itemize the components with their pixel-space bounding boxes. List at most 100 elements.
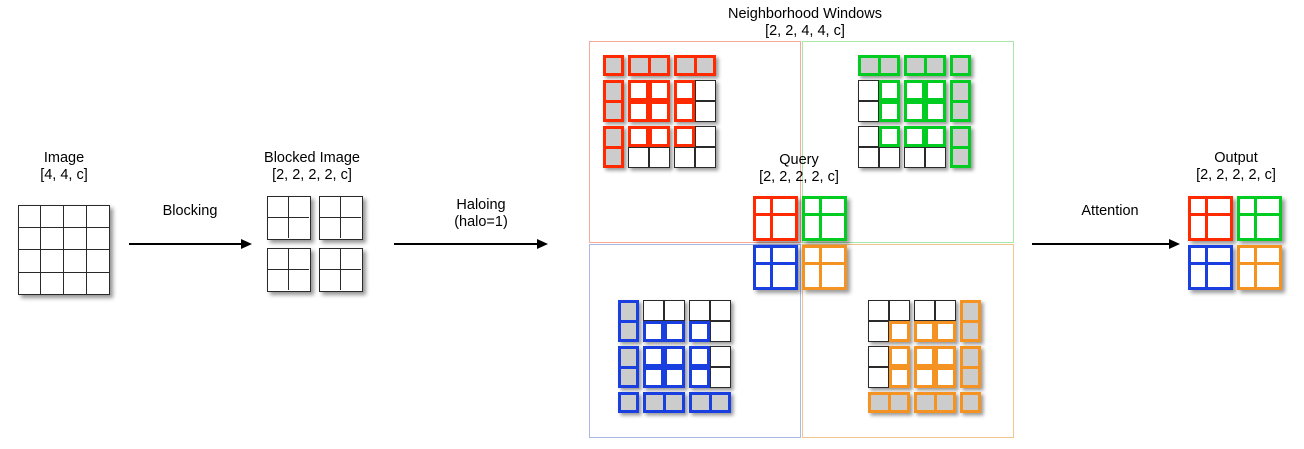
blocked-image-block xyxy=(267,248,311,292)
haloing-arrow-line xyxy=(394,243,538,245)
blocked-image-title: Blocked Image xyxy=(264,150,360,166)
halo-block xyxy=(674,80,716,122)
image-cell xyxy=(41,272,64,295)
block-divider-h xyxy=(268,216,309,218)
pad-divider-h xyxy=(621,365,636,369)
blocked-image-shape: [2, 2, 2, 2, c] xyxy=(272,167,352,183)
halo-pad-cell xyxy=(868,392,910,413)
halo-active-cell xyxy=(628,126,649,147)
image-cell xyxy=(41,227,64,250)
blocked-image-block xyxy=(319,248,363,292)
query-shape: [2, 2, 2, 2, c] xyxy=(759,169,839,185)
query-title: Query xyxy=(779,152,819,168)
haloing-arrow-label: Haloing xyxy=(456,197,506,213)
halo-inactive-cell xyxy=(710,321,731,342)
halo-active-cell xyxy=(649,126,670,147)
halo-active-cell xyxy=(643,321,664,342)
tile-divider-h xyxy=(1191,213,1230,216)
halo-block xyxy=(858,80,900,122)
query-tile xyxy=(753,196,798,241)
image-cell xyxy=(41,250,64,273)
image-cell xyxy=(64,250,87,273)
pad-divider-h xyxy=(953,145,968,149)
halo-active-cell xyxy=(643,367,664,388)
halo-pad-cell xyxy=(950,126,971,168)
pad-divider-h xyxy=(953,99,968,103)
output-shape: [2, 2, 2, 2, c] xyxy=(1196,167,1276,183)
halo-active-cell xyxy=(914,367,935,388)
halo-pad-cell xyxy=(960,300,981,342)
halo-inactive-cell xyxy=(649,147,670,168)
halo-pad-cell xyxy=(689,392,731,413)
tile-divider-h xyxy=(805,213,844,216)
halo-active-cell xyxy=(914,321,935,342)
query-tile xyxy=(753,245,798,290)
image-cell xyxy=(87,205,110,228)
halo-block xyxy=(858,126,900,168)
tile-divider-h xyxy=(756,213,795,216)
halo-active-cell xyxy=(674,126,695,147)
halo-inactive-cell xyxy=(935,300,956,321)
pad-divider-v xyxy=(877,58,881,73)
halo-inactive-cell xyxy=(858,147,879,168)
halo-block xyxy=(643,346,685,388)
halo-inactive-cell xyxy=(710,367,731,388)
blocking-arrow-label: Blocking xyxy=(162,203,218,219)
neighborhood-quadrant-top-right xyxy=(802,41,1014,243)
tile-divider-v xyxy=(1254,199,1257,238)
halo-inactive-cell xyxy=(879,147,900,168)
halo-pad-cell xyxy=(960,392,981,413)
halo-inactive-cell xyxy=(710,346,731,367)
halo-block xyxy=(904,126,946,168)
halo-inactive-cell xyxy=(858,126,879,147)
tile-divider-v xyxy=(1205,248,1208,287)
image-cell xyxy=(87,228,110,250)
blocked-image-block xyxy=(319,196,363,240)
tile-divider-h xyxy=(756,262,795,265)
neighborhood-quadrant-bottom-right xyxy=(802,244,1014,438)
image-cell xyxy=(64,272,87,295)
tile-divider-v xyxy=(1205,199,1208,238)
halo-inactive-cell xyxy=(925,147,946,168)
halo-active-cell xyxy=(935,321,956,342)
neighborhood-quadrant-bottom-left xyxy=(589,244,801,438)
tile-divider-v xyxy=(1254,248,1257,287)
blocked-image-block xyxy=(267,196,311,240)
attention-arrow-line xyxy=(1032,243,1170,245)
pad-divider-h xyxy=(621,319,636,323)
block-divider-h xyxy=(320,268,361,270)
tile-divider-v xyxy=(770,248,773,287)
pad-divider-h xyxy=(963,365,978,369)
pad-divider-h xyxy=(606,99,621,103)
tile-divider-v xyxy=(819,199,822,238)
halo-pad-cell xyxy=(904,55,946,76)
pad-divider-h xyxy=(963,319,978,323)
halo-inactive-cell xyxy=(858,101,879,122)
halo-active-cell xyxy=(879,126,900,147)
halo-pad-cell xyxy=(618,392,639,413)
image-grid xyxy=(18,205,110,295)
halo-inactive-cell xyxy=(868,367,889,388)
halo-pad-cell xyxy=(950,80,971,122)
tile-divider-v xyxy=(770,199,773,238)
halo-active-cell xyxy=(879,101,900,122)
halo-active-cell xyxy=(674,101,695,122)
pad-divider-v xyxy=(923,58,927,73)
halo-active-cell xyxy=(935,367,956,388)
tile-divider-h xyxy=(805,262,844,265)
output-title: Output xyxy=(1214,150,1258,166)
halo-block xyxy=(868,300,910,342)
halo-inactive-cell xyxy=(889,300,910,321)
halo-active-cell xyxy=(925,126,946,147)
output-tile xyxy=(1237,245,1282,290)
halo-inactive-cell xyxy=(664,300,685,321)
attention-arrow-label: Attention xyxy=(1081,203,1139,219)
halo-active-cell xyxy=(904,126,925,147)
halo-pad-cell xyxy=(674,55,716,76)
halo-inactive-cell xyxy=(695,101,716,122)
image-cell xyxy=(64,205,87,228)
pad-divider-h xyxy=(606,145,621,149)
halo-active-cell xyxy=(879,80,900,101)
halo-inactive-cell xyxy=(710,300,731,321)
image-title: Image xyxy=(43,150,85,166)
